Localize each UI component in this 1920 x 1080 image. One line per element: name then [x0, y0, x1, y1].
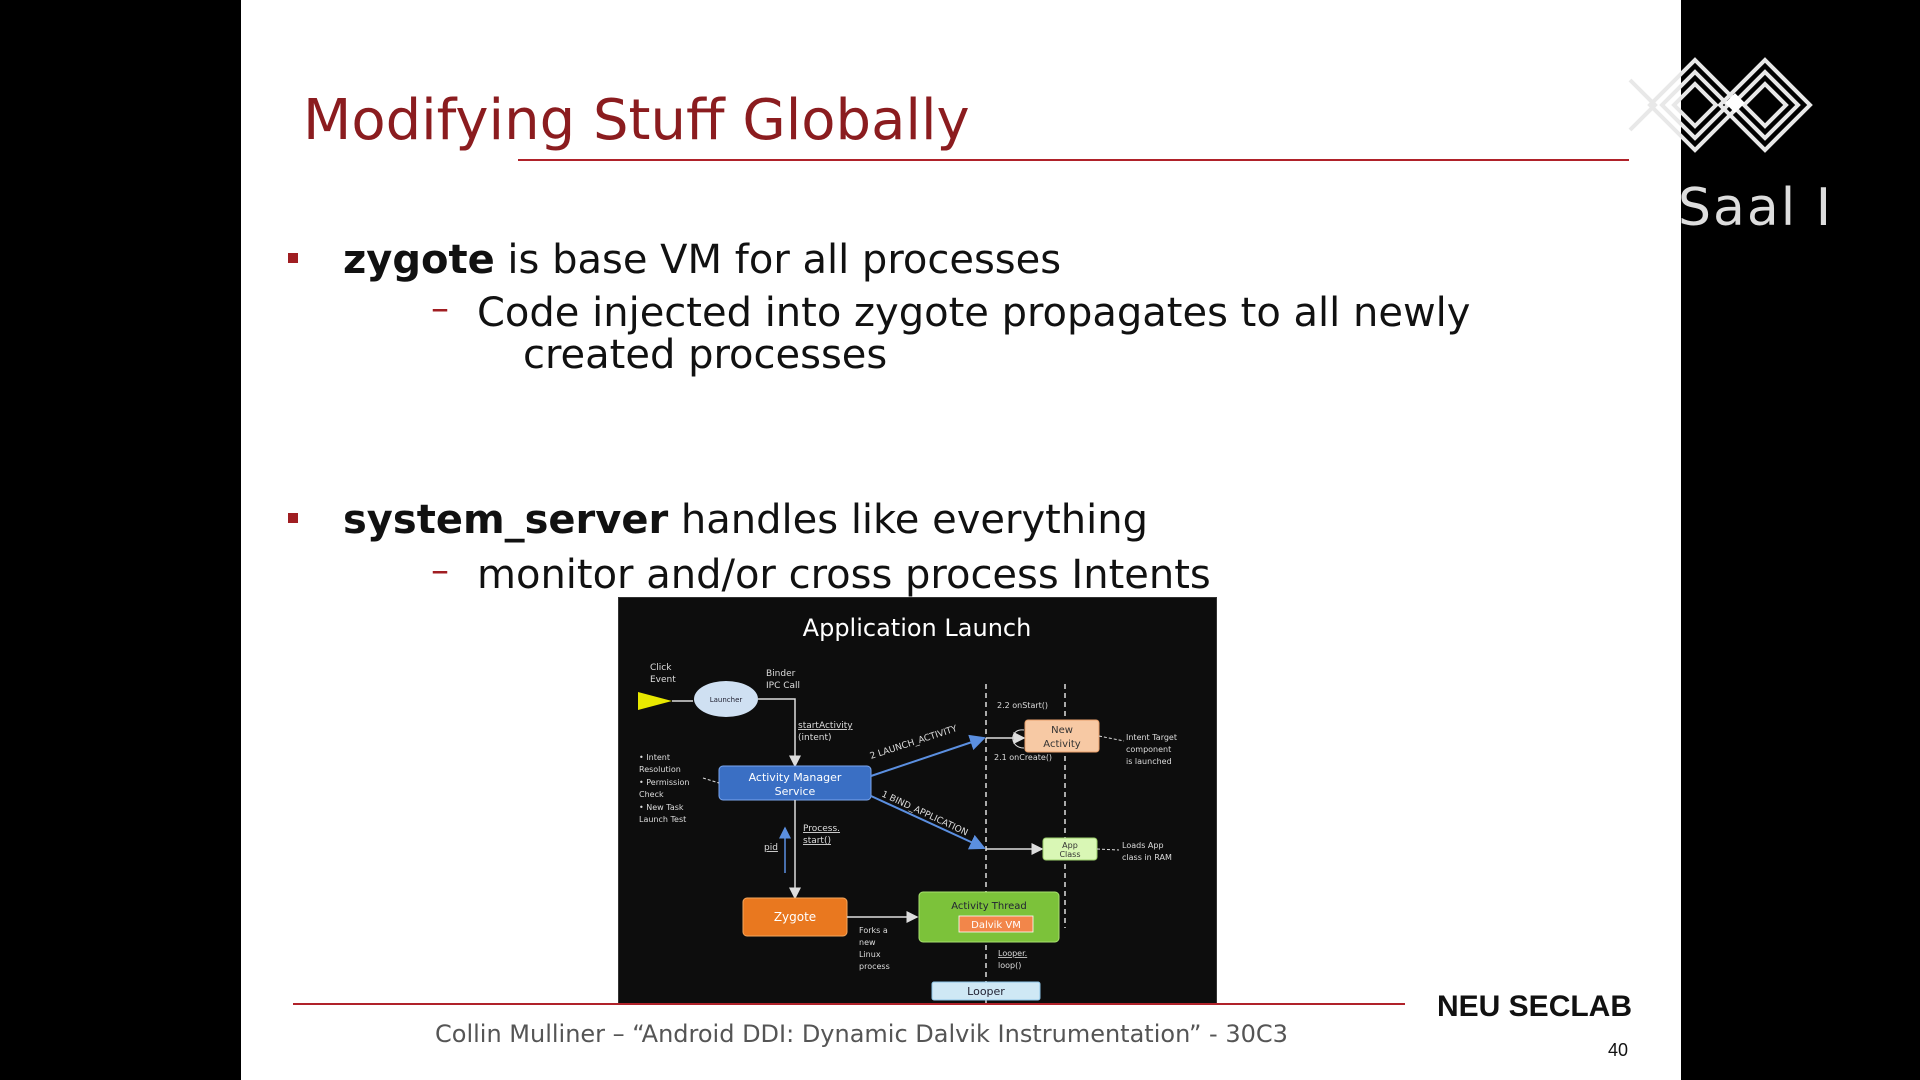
conference-logo: Saal I — [1600, 50, 1860, 240]
sub-dash: – — [431, 550, 449, 591]
note-line: Launch Test — [639, 815, 686, 824]
bullet-marker — [288, 253, 298, 263]
note-connector — [1098, 735, 1125, 742]
note-line: Check — [639, 790, 664, 799]
bullet-keyword: system_server — [343, 497, 669, 543]
note-line: Resolution — [639, 765, 681, 774]
on-start-label: 2.2 onStart() — [997, 701, 1048, 710]
note-connector — [1096, 848, 1120, 851]
dalvik-vm-node — [958, 915, 1034, 933]
loads-app-label-1: Loads App — [1122, 841, 1164, 850]
app-class-label-1: App — [1062, 841, 1078, 850]
new-activity-label-1: New — [1051, 725, 1073, 736]
looper-node — [931, 981, 1041, 1001]
click-event-label-2: Event — [650, 675, 676, 685]
dalvik-vm-label: Dalvik VM — [971, 920, 1021, 931]
activity-thread-label: Activity Thread — [951, 901, 1027, 912]
intent-target-label-1: Intent Target — [1126, 733, 1177, 742]
pid-label: pid — [764, 843, 778, 853]
intent-target-label-2: component — [1126, 745, 1171, 754]
note-line: • Intent — [639, 753, 670, 762]
sub-bullet-line2: created processes — [523, 332, 888, 378]
bullet-text: zygote is base VM for all processes — [343, 237, 1061, 283]
bullet-text: system_server handles like everything — [343, 497, 1148, 543]
app-class-label-2: Class — [1059, 850, 1080, 859]
bind-application-label: 1 BIND_APPLICATION — [880, 790, 969, 839]
click-event-label-1: Click — [650, 663, 672, 673]
launch-activity-label: 2 LAUNCH_ACTIVITY — [869, 724, 959, 762]
note-connector — [702, 777, 720, 784]
binder-label-2: IPC Call — [766, 681, 800, 691]
click-cursor-icon — [638, 692, 672, 710]
note-line: • New Task — [639, 803, 684, 812]
application-launch-diagram: Application Launch Click Event Launcher … — [618, 597, 1217, 1005]
forks-label-3: Linux — [859, 950, 881, 959]
footer-rule — [293, 1003, 1405, 1005]
start-activity-label-2: (intent) — [798, 733, 832, 743]
note-line: • Permission — [639, 778, 689, 787]
ams-label-1: Activity Manager — [749, 771, 842, 784]
new-activity-label-2: Activity — [1043, 739, 1080, 750]
sub-bullet-line1: Code injected into zygote propagates to … — [477, 290, 1471, 336]
bullet-rest: handles like everything — [668, 497, 1149, 543]
ams-label-2: Service — [775, 785, 816, 798]
launcher-node — [694, 681, 758, 717]
process-start-label-1: Process. — [803, 824, 840, 834]
looper-loop-label-1: Looper. — [998, 949, 1027, 958]
bullet-marker — [288, 513, 298, 523]
start-activity-label-1: startActivity — [798, 721, 853, 731]
forks-label-2: new — [859, 938, 876, 947]
binder-label-1: Binder — [766, 669, 796, 679]
zygote-label: Zygote — [774, 910, 816, 924]
arrow — [870, 734, 986, 777]
process-start-label-2: start() — [803, 836, 831, 846]
forks-label-1: Forks a — [859, 926, 888, 935]
logo-text: Saal I — [1678, 178, 1834, 238]
looper-loop-label-2: loop() — [998, 961, 1021, 970]
sub-bullet-line1: monitor and/or cross process Intents — [477, 552, 1211, 598]
slide-title: Modifying Stuff Globally — [303, 88, 970, 153]
forks-label-4: process — [859, 962, 890, 971]
loads-app-label-2: class in RAM — [1122, 853, 1172, 862]
arrow — [870, 795, 986, 850]
page-number: 40 — [1608, 1040, 1629, 1060]
looper-label: Looper — [967, 985, 1005, 998]
bullet-rest: is base VM for all processes — [494, 237, 1062, 283]
lab-name: NEU SECLAB — [1437, 990, 1633, 1023]
arrow — [758, 698, 801, 768]
footer-text: Collin Mulliner – “Android DDI: Dynamic … — [435, 1020, 1288, 1048]
lifecycle-curve — [1012, 729, 1025, 749]
launcher-label: Launcher — [710, 696, 743, 704]
title-underline — [518, 159, 1629, 161]
bullet-keyword: zygote — [343, 237, 495, 283]
slide: Modifying Stuff Globally zygote is base … — [241, 0, 1681, 1080]
sub-dash: – — [431, 288, 449, 329]
ccc-logo-icon — [1628, 57, 1813, 153]
intent-target-label-3: is launched — [1126, 757, 1172, 766]
diagram-title: Application Launch — [803, 614, 1032, 642]
on-create-label: 2.1 onCreate() — [994, 753, 1052, 762]
